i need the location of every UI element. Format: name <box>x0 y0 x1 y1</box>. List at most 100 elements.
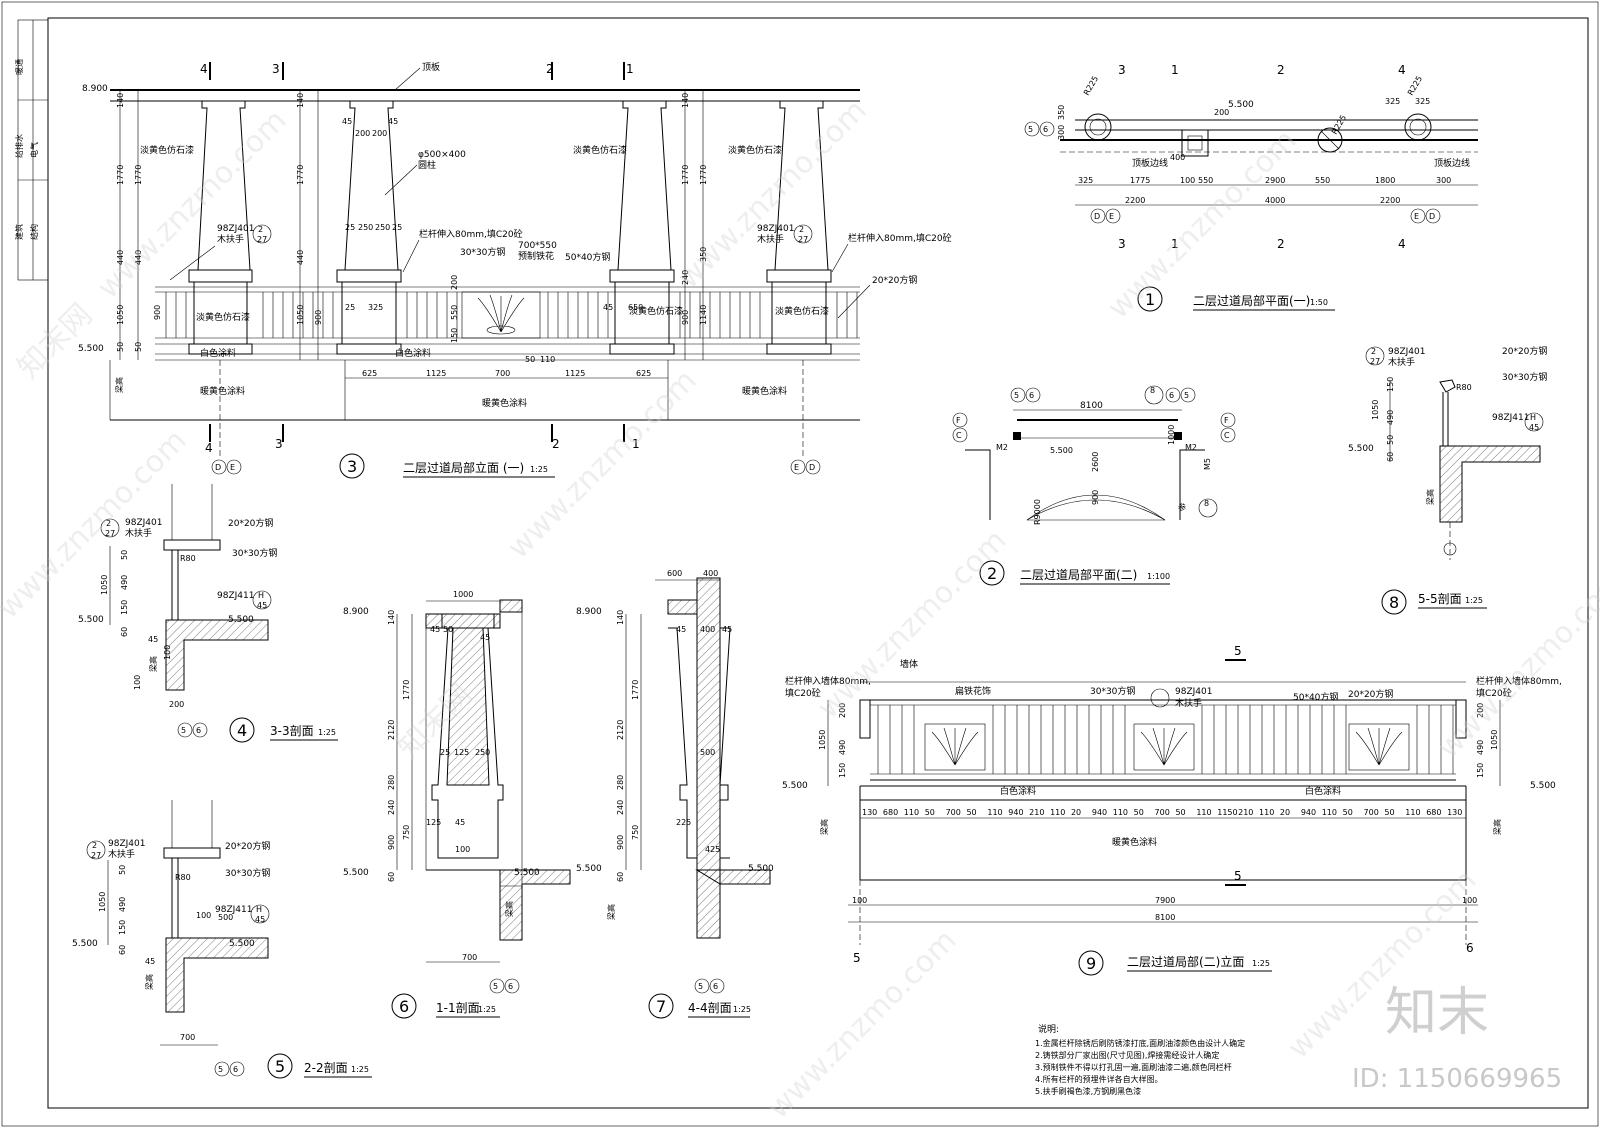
svg-text:900: 900 <box>616 835 625 850</box>
svg-text:梁高: 梁高 <box>148 656 158 672</box>
dimension-label: 110 <box>1259 808 1274 817</box>
svg-text:110: 110 <box>540 355 555 364</box>
dimension-label: 50 <box>1175 808 1185 817</box>
svg-text:700: 700 <box>180 1033 195 1042</box>
svg-text:5-5剖面: 5-5剖面 <box>1418 592 1462 606</box>
svg-text:8100: 8100 <box>1080 401 1103 411</box>
svg-text:200: 200 <box>355 129 370 138</box>
svg-text:E: E <box>794 463 799 472</box>
svg-text:5: 5 <box>218 1065 223 1074</box>
paint-label: 淡黄色仿石漆 <box>196 311 250 323</box>
svg-text:3-3剖面: 3-3剖面 <box>270 724 314 738</box>
svg-text:625: 625 <box>362 369 377 378</box>
dimension-label: 20 <box>1280 808 1290 817</box>
svg-text:5.500: 5.500 <box>72 939 98 949</box>
svg-text:1125: 1125 <box>426 369 446 378</box>
svg-text:www.znzmo.com: www.znzmo.com <box>671 93 874 296</box>
elevation-1: 8.900 顶板 <box>78 61 952 479</box>
svg-text:3: 3 <box>1118 63 1126 77</box>
svg-text:梁高: 梁高 <box>1425 489 1435 505</box>
svg-text:R225: R225 <box>1082 74 1100 97</box>
svg-text:2-2剖面: 2-2剖面 <box>304 1061 348 1075</box>
svg-text:20*20方钢: 20*20方钢 <box>225 840 270 852</box>
svg-text:填C20砼: 填C20砼 <box>785 687 821 699</box>
svg-text:7900: 7900 <box>1155 896 1175 905</box>
railing <box>155 286 860 361</box>
svg-text:45: 45 <box>388 117 398 126</box>
svg-text:1: 1 <box>1145 290 1155 309</box>
svg-text:1:25: 1:25 <box>478 1005 496 1014</box>
svg-text:50: 50 <box>116 342 125 352</box>
svg-text:6: 6 <box>196 726 201 735</box>
svg-text:150: 150 <box>118 920 127 935</box>
svg-text:1140: 1140 <box>699 305 708 325</box>
svg-text:27: 27 <box>798 235 808 244</box>
svg-text:25: 25 <box>345 303 355 312</box>
svg-text:暖黄色涂料: 暖黄色涂料 <box>482 397 527 409</box>
svg-text:R80: R80 <box>1456 383 1472 392</box>
svg-text:550: 550 <box>1315 176 1330 185</box>
svg-text:1: 1 <box>632 437 640 451</box>
dimension-label: 680 <box>1426 808 1441 817</box>
svg-text:5.500: 5.500 <box>228 615 254 625</box>
svg-text:5: 5 <box>1028 125 1033 134</box>
svg-text:30*30方钢: 30*30方钢 <box>1090 685 1135 697</box>
svg-text:5: 5 <box>698 982 703 991</box>
paint-label: 淡黄色仿石漆 <box>573 144 627 156</box>
svg-text:梁高: 梁高 <box>1492 819 1502 835</box>
svg-text:900: 900 <box>314 310 323 325</box>
svg-text:27: 27 <box>91 851 101 860</box>
ref-label: 木扶手 <box>757 233 784 245</box>
dimension-label: 700 <box>1155 808 1170 817</box>
svg-text:1050: 1050 <box>1490 730 1499 750</box>
svg-text:250: 250 <box>475 748 490 757</box>
svg-text:F: F <box>1224 416 1229 425</box>
svg-text:C: C <box>956 431 962 440</box>
ref-label: 98ZJ401 <box>757 224 794 234</box>
svg-text:8: 8 <box>1150 386 1155 395</box>
side-table-row: 暖通 <box>14 59 24 75</box>
svg-text:1770: 1770 <box>631 680 640 700</box>
svg-text:25: 25 <box>345 223 355 232</box>
svg-text:490: 490 <box>1476 740 1485 755</box>
svg-text:600: 600 <box>667 569 682 578</box>
svg-text:5.500: 5.500 <box>1530 781 1556 791</box>
svg-text:www.znzmo.com: www.znzmo.com <box>91 103 294 306</box>
svg-text:27: 27 <box>1370 357 1380 366</box>
svg-text:50: 50 <box>120 550 129 560</box>
svg-text:150: 150 <box>120 600 129 615</box>
svg-text:4: 4 <box>1398 63 1406 77</box>
svg-text:900: 900 <box>153 305 162 320</box>
svg-text:1125: 1125 <box>565 369 585 378</box>
svg-text:顶板边线: 顶板边线 <box>1132 157 1168 169</box>
svg-text:5: 5 <box>1234 869 1242 883</box>
svg-text:27: 27 <box>105 529 115 538</box>
svg-text:2: 2 <box>987 564 997 583</box>
dimension-label: 110 <box>987 808 1002 817</box>
section-2-2: 98ZJ401 木扶手 20*20方钢 R80 30*30方钢 98ZJ411 … <box>72 800 372 1079</box>
svg-text:400: 400 <box>703 569 718 578</box>
note-item: 2.铸铁部分厂家出图(尺寸见图),焊接需经设计人确定 <box>1035 1050 1219 1060</box>
svg-text:5.500: 5.500 <box>1050 446 1073 455</box>
dimension-label: 50 <box>966 808 976 817</box>
svg-text:3: 3 <box>1118 237 1126 251</box>
svg-text:1:25: 1:25 <box>733 1005 751 1014</box>
svg-text:45: 45 <box>342 117 352 126</box>
svg-text:R225: R225 <box>1330 113 1348 136</box>
svg-text:2200: 2200 <box>1380 196 1400 205</box>
svg-text:8100: 8100 <box>1155 913 1175 922</box>
svg-text:400: 400 <box>1170 153 1185 162</box>
balusters <box>165 292 858 338</box>
svg-text:1770: 1770 <box>402 680 411 700</box>
svg-text:2200: 2200 <box>1125 196 1145 205</box>
iron-flower <box>1133 723 1195 771</box>
watermark-logo: 知末 <box>1385 983 1489 1043</box>
note-item: 4.所有栏杆的预埋件详各自大样图。 <box>1035 1074 1163 1084</box>
svg-text:木扶手: 木扶手 <box>1388 356 1415 368</box>
svg-text:150: 150 <box>450 328 459 343</box>
note-label: 栏杆伸入80mm,填C20砼 <box>848 232 952 244</box>
svg-text:350: 350 <box>1057 105 1066 120</box>
svg-text:6: 6 <box>713 982 718 991</box>
svg-text:D: D <box>1429 212 1435 221</box>
svg-text:木扶手: 木扶手 <box>125 527 152 539</box>
